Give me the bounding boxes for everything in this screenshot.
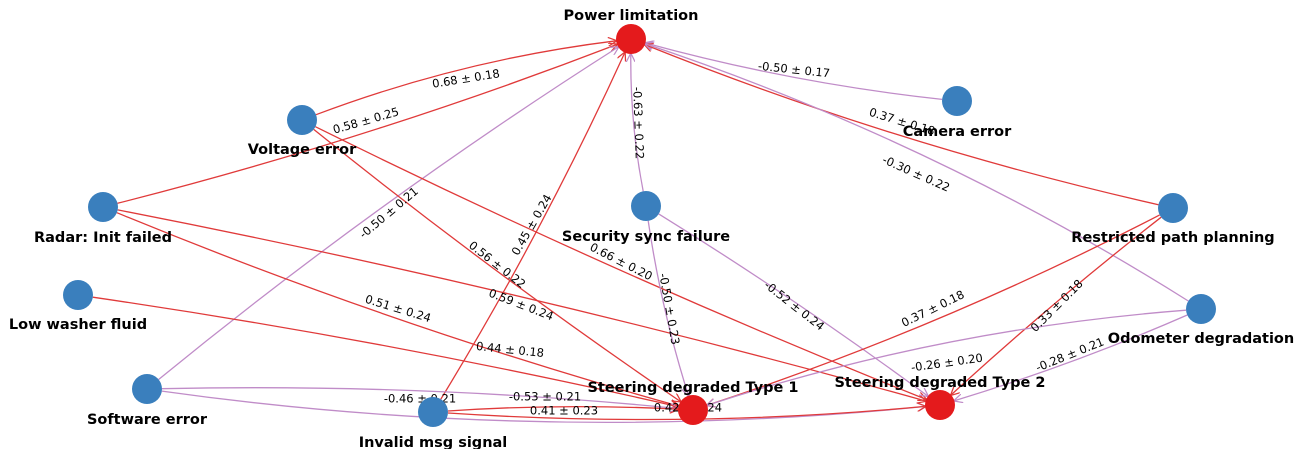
- node-label-invalid: Invalid msg signal: [359, 435, 508, 449]
- edge-label-invalid-to-power: 0.45 ± 0.24: [508, 192, 554, 258]
- edge-label-odometer-to-power: -0.30 ± 0.22: [880, 152, 952, 194]
- node-camera: [942, 86, 972, 116]
- edges-layer: [92, 41, 1189, 423]
- node-label-camera: Camera error: [903, 124, 1012, 140]
- edge-label-security-to-steer1: -0.50 ± 0.23: [656, 272, 682, 346]
- edge-odometer-to-steer1: [707, 309, 1187, 405]
- node-label-washer: Low washer fluid: [9, 317, 147, 333]
- edge-software-to-steer2: [161, 390, 925, 423]
- edge-restricted-to-power: [645, 45, 1159, 206]
- edge-odometer-to-steer2: [954, 314, 1188, 401]
- edge-radar-to-power: [117, 44, 618, 204]
- node-power: [616, 24, 646, 54]
- edge-label-odometer-to-steer1: -0.26 ± 0.20: [910, 351, 984, 375]
- edge-washer-to-steer1: [92, 296, 679, 407]
- edge-camera-to-power: [646, 43, 943, 101]
- edge-label-software-to-steer1: -0.53 ± 0.21: [509, 390, 581, 404]
- edge-label-radar-to-steer2: 0.51 ± 0.24: [364, 292, 433, 325]
- edge-label-software-to-steer2: -0.46 ± 0.21: [384, 392, 456, 406]
- edge-label-restricted-to-steer1: 0.37 ± 0.18: [899, 287, 966, 329]
- edge-label-security-to-power: -0.63 ± 0.22: [630, 87, 647, 160]
- edge-label-radar-to-power: 0.58 ± 0.25: [331, 104, 400, 136]
- edge-label-software-to-power: -0.50 ± 0.21: [356, 184, 420, 241]
- edge-label-voltage-to-steer2: 0.66 ± 0.20: [588, 240, 655, 283]
- node-software: [132, 374, 162, 404]
- node-label-steer2: Steering degraded Type 2: [834, 375, 1045, 391]
- edge-voltage-to-steer2: [315, 126, 926, 400]
- edge-label-security-to-steer2: -0.52 ± 0.24: [762, 278, 828, 334]
- edge-restricted-to-steer1: [707, 214, 1160, 405]
- node-steer2: [925, 390, 955, 420]
- node-invalid: [418, 397, 448, 427]
- nodes-layer: [63, 24, 1216, 427]
- edge-restricted-to-steer2: [951, 216, 1162, 395]
- edge-voltage-to-power: [315, 41, 616, 116]
- node-label-odometer: Odometer degradation: [1108, 331, 1294, 347]
- node-odometer: [1186, 294, 1216, 324]
- edge-radar-to-steer1: [116, 212, 679, 406]
- edge-label-restricted-to-steer2: 0.33 ± 0.18: [1028, 277, 1086, 335]
- node-restricted: [1158, 193, 1188, 223]
- edge-security-to-steer2: [658, 213, 928, 396]
- node-label-radar: Radar: Init failed: [34, 230, 172, 246]
- edge-security-to-power: [631, 54, 644, 192]
- node-label-power: Power limitation: [564, 8, 699, 24]
- edge-voltage-to-steer1: [313, 128, 681, 401]
- node-label-restricted: Restricted path planning: [1071, 230, 1274, 246]
- edge-security-to-steer1: [647, 220, 688, 396]
- node-label-voltage: Voltage error: [248, 142, 357, 158]
- node-security: [631, 191, 661, 221]
- edge-software-to-steer1: [161, 387, 678, 409]
- node-label-security: Security sync failure: [562, 229, 730, 245]
- edge-software-to-power: [158, 47, 619, 381]
- edge-label-washer-to-steer1: 0.44 ± 0.18: [475, 339, 544, 360]
- node-washer: [63, 280, 93, 310]
- edge-label-odometer-to-steer2: -0.28 ± 0.21: [1034, 335, 1106, 375]
- edge-invalid-to-power: [440, 53, 625, 400]
- node-label-software: Software error: [87, 412, 208, 428]
- node-label-steer1: Steering degraded Type 1: [587, 380, 798, 396]
- node-radar: [88, 192, 118, 222]
- edge-label-invalid-to-steer2: 0.41 ± 0.23: [530, 404, 598, 418]
- edge-invalid-to-steer1: [447, 407, 678, 411]
- node-voltage: [287, 105, 317, 135]
- edge-odometer-to-power: [645, 44, 1189, 302]
- node-steer1: [678, 395, 708, 425]
- edge-label-voltage-to-power: 0.68 ± 0.18: [431, 66, 501, 90]
